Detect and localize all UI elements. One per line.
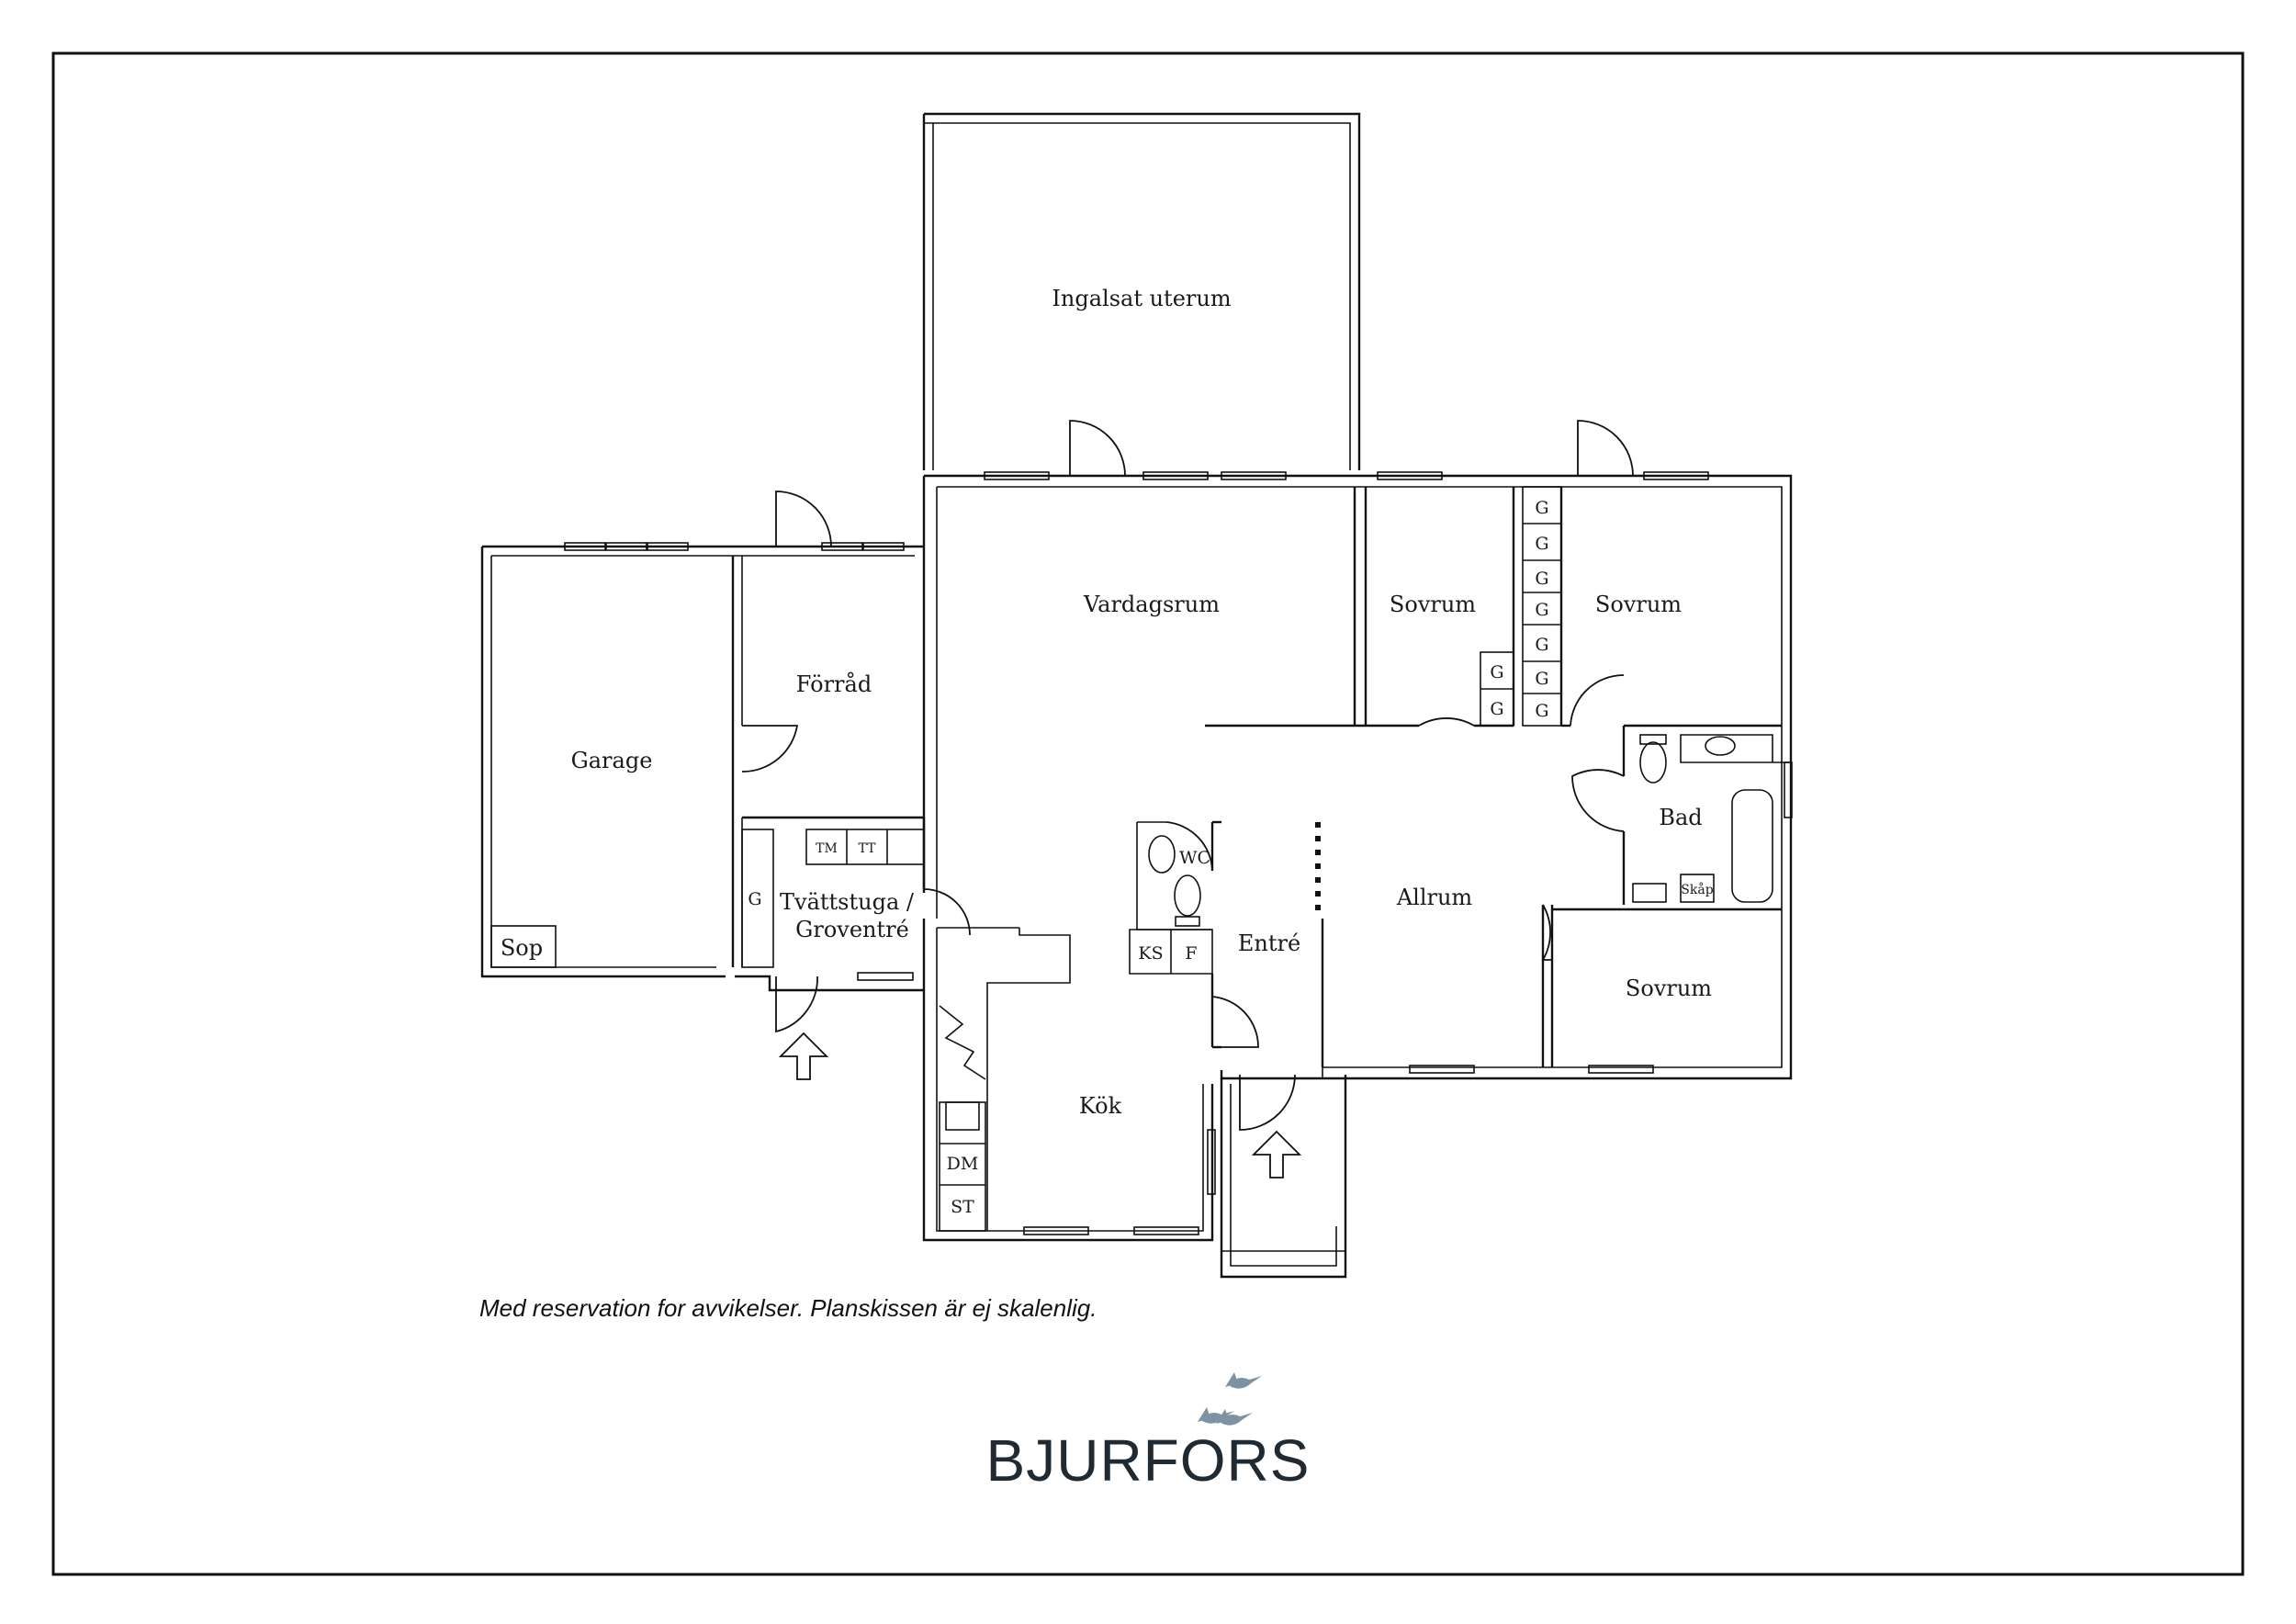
- room-label-sovrum: Sovrum: [1626, 976, 1712, 1001]
- opening-dots: [1315, 822, 1321, 910]
- room-label-forrad: Förråd: [796, 671, 872, 697]
- fixture-label-ks: KS: [1138, 943, 1163, 964]
- fixture-label-g: G: [748, 889, 761, 909]
- fixture-label-g: G: [1535, 534, 1548, 554]
- fixture-label-g: G: [1535, 600, 1548, 620]
- room-label-vardagsrum: Vardagsrum: [1083, 592, 1220, 617]
- walls: [480, 112, 1793, 1279]
- room-label-groventre: Groventré: [795, 917, 909, 942]
- room-label-tvattstuga: Tvättstuga /: [780, 889, 915, 915]
- fixture-label-tt: TT: [859, 841, 877, 856]
- fixture-label-g: G: [1535, 635, 1548, 655]
- disclaimer: Med reservation for avvikelser. Planskis…: [479, 1294, 1097, 1322]
- fixture-label-g: G: [1490, 662, 1503, 682]
- brand-name: BJURFORS: [986, 1427, 1311, 1494]
- fixture-label-st: ST: [951, 1197, 974, 1217]
- entry-arrow-icon: [778, 1032, 829, 1080]
- room-label-sovrum: Sovrum: [1595, 592, 1682, 617]
- fixture-label-g: G: [1535, 569, 1548, 589]
- doors: [741, 420, 1634, 1131]
- fixture-label-skap: Skåp: [1681, 882, 1713, 897]
- fixture-label-g: G: [1535, 669, 1548, 689]
- room-label-kok: Kök: [1079, 1093, 1122, 1119]
- windows: [564, 471, 1793, 1235]
- room-label-wc: WC: [1179, 848, 1210, 868]
- room-label-allrum: Allrum: [1396, 885, 1473, 910]
- fixture-label-dm: DM: [947, 1154, 979, 1174]
- room-label-sovrum: Sovrum: [1390, 592, 1476, 617]
- fixture-label-tm: TM: [816, 841, 838, 856]
- fixtures: [490, 486, 1773, 1232]
- brand-logo: BJURFORS: [986, 1372, 1311, 1494]
- fixture-labels: G G G G G G G G G G TM TT KS F DM ST Skå…: [748, 498, 1713, 1217]
- fixture-label-g: G: [1535, 498, 1548, 518]
- room-label-bad: Bad: [1659, 805, 1702, 830]
- fixture-label-g: G: [1490, 699, 1503, 719]
- sheet-frame: [51, 51, 2245, 1576]
- entry-arrow-icon: [1251, 1130, 1302, 1179]
- room-label-entre: Entré: [1238, 930, 1300, 956]
- room-label-garage: Garage: [571, 748, 653, 773]
- birds-icon: [1198, 1372, 1262, 1426]
- fixture-label-f: F: [1185, 943, 1197, 964]
- room-labels: Ingalsat uterum Vardagsrum Sovrum Sovrum…: [501, 286, 1712, 1119]
- room-label-uterum: Ingalsat uterum: [1052, 286, 1231, 311]
- room-label-sop: Sop: [501, 935, 543, 961]
- fixture-label-g: G: [1535, 701, 1548, 721]
